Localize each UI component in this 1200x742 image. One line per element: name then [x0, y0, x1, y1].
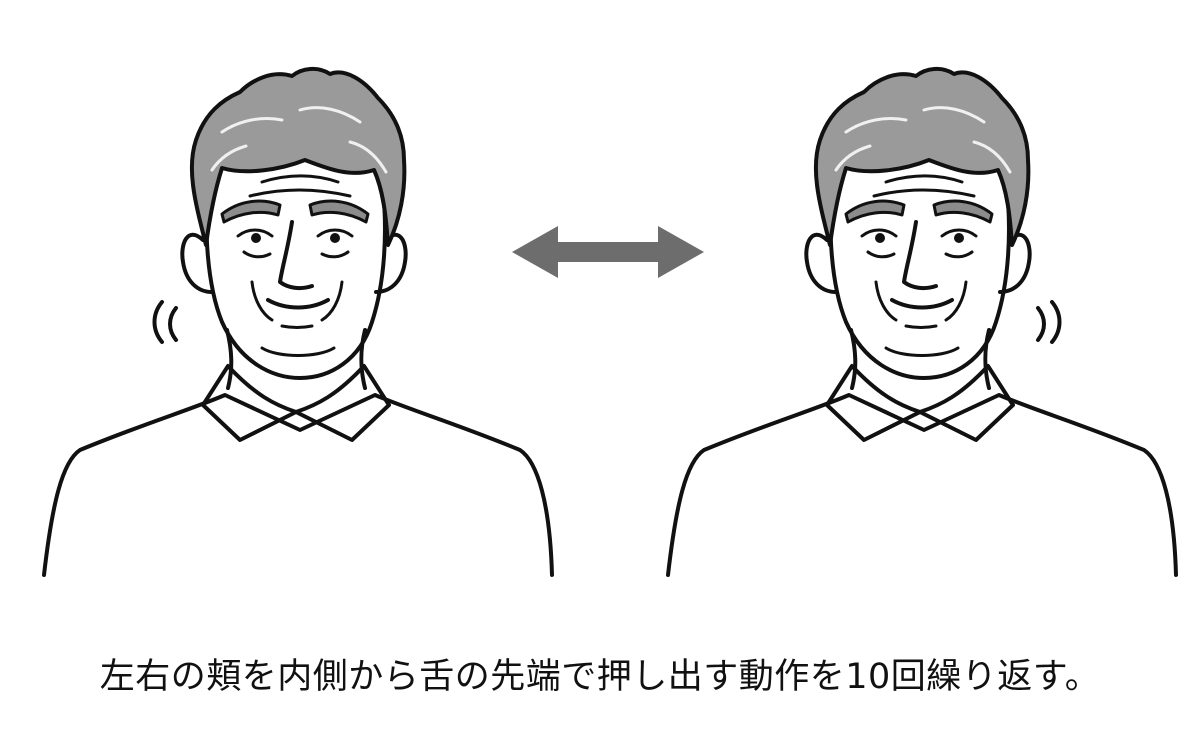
- cheek-push-marks-left: [152, 300, 178, 344]
- man-left-cheek-push: [42, 66, 554, 578]
- instruction-caption: 左右の頬を内側から舌の先端で押し出す動作を10回繰り返す。: [99, 657, 1101, 697]
- cheek-push-marks-right: [1036, 300, 1062, 344]
- man-right-cheek-push: [666, 66, 1178, 578]
- double-arrow-icon: [512, 226, 704, 278]
